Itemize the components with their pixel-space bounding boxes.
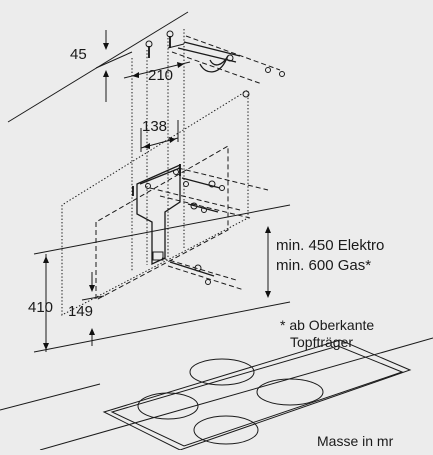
dimension-min-clearance: min. 450 Elektro min. 600 Gas*	[265, 226, 384, 298]
footnote-line-1: * ab Oberkante	[280, 317, 374, 333]
label-min-electric: min. 450 Elektro	[276, 237, 384, 254]
wall-bracket	[132, 164, 181, 266]
burner-front-right	[193, 415, 259, 445]
top-screw-assembly	[145, 30, 285, 98]
footnote: * ab Oberkante Topfträger	[280, 317, 374, 350]
burner-back-right	[256, 378, 324, 406]
units-label: Masse in mr	[317, 433, 394, 449]
label-210: 210	[148, 67, 173, 84]
cooktop	[102, 339, 412, 451]
label-410: 410	[28, 299, 53, 316]
label-45: 45	[70, 46, 87, 63]
middle-screw-assembly	[149, 167, 269, 219]
wall-plane	[33, 204, 291, 353]
chimney-guide-lines	[131, 29, 185, 272]
dimension-149: 149	[68, 272, 105, 346]
lower-screw-assembly	[161, 257, 245, 291]
label-min-gas: min. 600 Gas*	[276, 257, 371, 274]
burner-back-left	[189, 358, 255, 386]
burner-front-left	[137, 392, 199, 420]
label-138: 138	[142, 118, 167, 135]
dimension-138: 138	[140, 118, 179, 152]
label-149: 149	[68, 303, 93, 320]
countertop	[0, 337, 433, 451]
hood-inner-outline	[95, 145, 229, 301]
dimension-45: 45	[70, 30, 133, 102]
dimension-210: 210	[123, 43, 191, 84]
dimension-410: 410	[28, 254, 53, 352]
